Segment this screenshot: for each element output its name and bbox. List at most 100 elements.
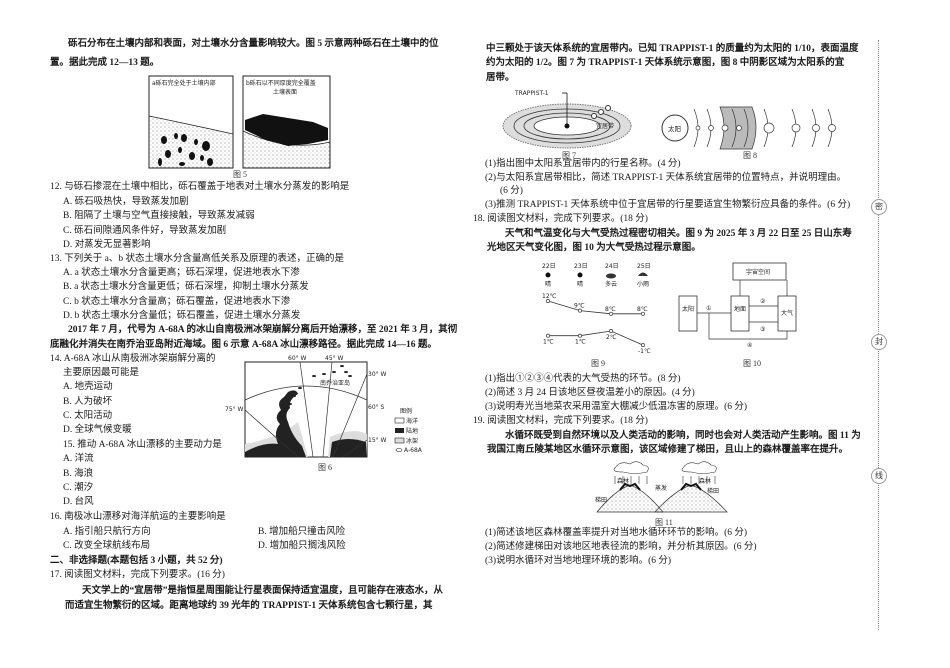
figure-6-iceberg-map: 60° W 45° W 30° W 60° S 75° W 15° W 南乔治亚… [225,355,423,458]
lon-30w-label: 30° W [368,371,387,378]
weather-label: 晴 [545,280,551,288]
question-17-para-cont: 约为太阳的 1/2。图 7 为 TRAPPIST-1 天体系统示意图，图 8 中… [486,58,845,68]
seal-label-mi: 密 [871,199,887,215]
south-georgia-label: 南乔治亚岛 [320,379,350,387]
low-temp-point [578,333,582,338]
question-15-option-d: D. 台风 [63,497,94,507]
figure-8-solar-system: 太阳 [661,106,836,150]
figure-10-caption: 图 10 [743,359,761,368]
question-18-sub-1: (1)指出①②③④代表的大气受热的环节。(8 分) [485,374,681,384]
evaporation-label: 蒸发 [655,484,667,492]
high-temp-point [609,311,613,316]
rain-icon [638,272,648,276]
question-16-stem: 16. 南极冰山漂移对海洋航运的主要影响是 [50,512,226,522]
question-17-stem: 17. 阅读图文材料，完成下列要求。(16 分) [50,570,225,580]
low-temp-point [609,329,613,333]
low-temp-point [641,343,645,348]
arrow-4-label: ④ [747,342,752,348]
sun-icon [577,272,583,278]
figure-7-trappist-system: TRAPPIST-1 宜居带 [502,90,632,149]
question-17-para-line: 天文学上的“宜居带”是指恒星周围能让行星表面保持适宜温度，且可能存在液态水，从 [82,586,444,596]
question-12-option-d: D. 对蒸发无显著影响 [63,240,151,250]
figure-5b-label-2: 土壤表面 [273,88,297,96]
question-15-option-b: B. 海浪 [63,469,94,479]
intro-14-16-line: 底融化并消失在南乔治亚岛附近海域。图 6 示意 A-68A 冰山漂移路径。据此完… [50,340,437,350]
question-13-option-a: A. a 状态土壤水分含量更高；砾石深埋，促进地表水下渗 [63,268,300,278]
ground-box-label: 地面 [734,305,746,313]
figure-11-caption: 图 11 [655,518,673,527]
sun-box-label: 太阳 [682,305,694,313]
low-temp-line [548,330,644,346]
question-16-option-a: A. 指引船只航行方向 [63,527,151,537]
legend-land: 陆地 [406,427,418,435]
sun-label: 太阳 [668,124,681,133]
question-18-para-line: 光地区天气变化图，图 10 为大气受热过程示意图。 [487,243,701,253]
weather-label: 小雨 [637,280,649,288]
question-12-option-c: C. 砾石间隙通风条件好，导致蒸发加剧 [63,226,227,236]
low-temp-label: 1℃ [575,339,586,346]
habitable-zone-label: 宜居带 [596,122,614,130]
question-18-para-line: 天气和气温变化与大气受热过程密切相关。图 9 为 2025 年 3 月 22 日… [505,229,852,239]
high-temp-point [546,299,550,303]
high-temp-label: 12℃ [542,293,557,300]
question-13-option-b: B. a 状态土壤水分含量更低；砾石深埋，抑制土壤水分蒸发 [63,282,309,292]
question-15-option-a: A. 洋流 [63,454,94,464]
day-label: 25日 [637,263,651,270]
high-temp-label: 8℃ [605,306,616,313]
figure-7-caption: 图 7 [562,151,576,160]
cloudy-icon [606,273,616,279]
question-19-sub-1: (1)简述该地区森林覆盖率提升对当地水循环环节的影响。(6 分) [485,528,748,538]
high-temp-point [641,311,645,316]
lat-60s-label: 60° S [368,404,385,411]
terrace-left-label: 梯田 [595,496,607,504]
weather-label: 多云 [605,280,617,288]
day-label: 24日 [605,263,619,270]
forest-right-label: 森林 [699,477,711,485]
forest-left-label: 森林 [617,477,629,485]
question-19-stem: 19. 阅读图文材料，完成下列要求。(18 分) [473,416,648,426]
weather-label: 晴 [577,280,583,288]
atmosphere-box-label: 大气 [781,309,793,317]
question-17-sub-3: (3)推测 TRAPPIST-1 天体系统中位于宜居带的行星要适宜生物繁衍应具备… [485,200,851,210]
day-label: 23日 [574,263,588,270]
high-temp-label: 9℃ [574,303,585,310]
question-18-sub-2: (2)简述 3 月 24 日该地区昼夜温差小的原因。(4 分) [485,388,695,398]
lon-75w-label: 75° W [225,406,244,413]
question-15-stem: 15. 推动 A-68A 冰山漂移的主要动力是 [63,440,222,450]
seal-label-feng: 封 [871,334,887,350]
intro-14-16-line: 2017 年 7 月，代号为 A-68A 的冰山自南极洲冰架崩解分离后开始漂移，… [68,325,458,335]
arrow-2-label: ② [760,298,766,305]
question-16-option-b: B. 增加船只撞击风险 [258,527,346,537]
question-17-sub-2-score: (6 分) [500,186,523,196]
question-17-sub-2: (2)与太阳系宜居带相比，简述 TRAPPIST-1 天体系统宜居带的位置特点，… [485,173,847,183]
figure-6-caption: 图 6 [318,463,332,472]
question-13-option-d: D. b 状态土壤水分含量低；砾石覆盖，促进土壤水分蒸发 [63,311,301,321]
question-14-option-a: A. 地壳运动 [63,382,113,392]
question-18-stem: 18. 阅读图文材料，完成下列要求。(18 分) [473,214,648,224]
question-14-option-d: D. 全球气候变暖 [63,425,132,435]
sun-icon [545,272,551,278]
question-14-stem-cont: 主要原因最可能是 [63,368,140,378]
legend-ice-shelf: 冰架 [406,437,418,445]
intro-12-13-line: 置。据此完成 12—13 题。 [50,58,160,68]
figure-11-water-cycle: 森林 梯田 蒸发 森林 梯田 [595,461,728,513]
figure-8-caption: 图 8 [743,151,757,160]
high-temp-label: 8℃ [637,306,648,313]
question-13-option-c: C. b 状态土壤水分含量高；砾石覆盖，促进地表水下渗 [63,297,291,307]
section-2-heading: 二、非选择题(本题包括 3 小题，共 52 分) [50,556,223,566]
question-15-option-c: C. 潮汐 [63,483,94,493]
question-17-sub-1: (1)指出图中太阳系宜居带内的行星名称。(4 分) [485,159,681,169]
terrace-right-label: 梯田 [707,487,719,495]
question-19-sub-3: (3)说明水循环对当地地理环境的影响。(6 分) [485,556,672,566]
figure-5-caption: 图 5 [233,170,247,179]
question-12-option-a: A. 砾石吸热快，导致蒸发加剧 [63,197,189,207]
question-13-stem: 13. 下列关于 a、b 状态土壤水分含量高低关系及原理的表述，正确的是 [50,254,344,264]
figure-5b-label-1: b砾石以不同厚度完全覆盖 [246,79,316,87]
question-12-option-b: B. 阻隔了土壤与空气直接接触，导致蒸发减弱 [63,211,255,221]
figure-9-caption: 图 9 [591,359,605,368]
question-17-para-cont: 居带。 [486,73,515,83]
intro-12-13-line: 砾石分布在土壤内部和表面，对土壤水分含量影响较大。图 5 示意两种砾石在土壤中的… [68,39,439,49]
legend-iceberg: A-68A [404,447,423,454]
lon-60w-label: 60° W [288,355,307,362]
